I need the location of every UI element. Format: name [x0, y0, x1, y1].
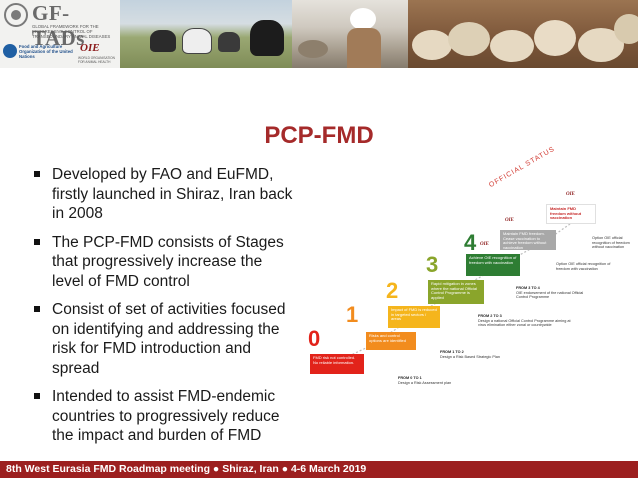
bullet-item: The PCP-FMD consists of Stages that prog… — [34, 233, 294, 292]
stage-number-3: 3 — [426, 252, 439, 277]
stage-box-1: Risks and control options are identified — [366, 332, 416, 350]
banner-photo-herder — [292, 0, 408, 68]
stage-box-3: Rapid mitigation in zones where the nati… — [428, 280, 484, 304]
oie-name: WORLD ORGANISATION FOR ANIMAL HEALTH — [78, 56, 115, 64]
pcp-fmd-stage-diagram: OFFICIAL STATUS 0 FMD risk not controlle… — [300, 146, 636, 400]
upper-step-maintain-freedom: Maintain FMD freedom without vaccination — [546, 204, 596, 224]
bullet-square-icon — [34, 306, 40, 312]
side-note-without-vaccination: Option OIE official recognition of freed… — [592, 236, 630, 249]
footer-text: 8th West Eurasia FMD Roadmap meeting ● S… — [6, 463, 367, 475]
banner-photo-cattle — [120, 0, 292, 68]
bullet-square-icon — [34, 393, 40, 399]
bullet-square-icon — [34, 171, 40, 177]
stage-box-0: FMD risk not controlled. No reliable inf… — [310, 354, 364, 374]
stage-box-2: Impact of FMD is reduced in targeted sec… — [388, 306, 440, 328]
transition-0-1: FROM 0 TO 1 Design a Risk Assessment pla… — [398, 376, 452, 385]
transition-1-2: FROM 1 TO 2 Design a Risk Based Strategi… — [440, 350, 500, 359]
gf-tads-subtitle: GLOBAL FRAMEWORK FOR THE PROGRESSIVE CON… — [32, 24, 111, 39]
transition-3-4: FROM 3 TO 4 OIE endorsement of the natio… — [516, 286, 584, 299]
footer-bar: 8th West Eurasia FMD Roadmap meeting ● S… — [0, 461, 638, 478]
oie-small-logo: OIE — [505, 218, 514, 223]
oie-small-logo: OIE — [566, 192, 575, 197]
stage-number-2: 2 — [386, 278, 399, 303]
header-banner: GF-TADs GLOBAL FRAMEWORK FOR THE PROGRES… — [0, 0, 638, 68]
stage-number-0: 0 — [308, 326, 321, 351]
transition-2-3: FROM 2 TO 3 Design a national Official C… — [478, 314, 571, 327]
bullet-item: Consist of set of activities focused on … — [34, 300, 294, 378]
gf-tads-title: GF-TADs — [32, 1, 85, 50]
oie-small-logo: OIE — [480, 242, 489, 247]
side-note-with-vaccination: Option OIE official recognition of freed… — [556, 262, 611, 271]
stage-number-1: 1 — [346, 302, 359, 327]
banner-photo-sheep — [408, 0, 638, 68]
fao-name: Food and Agriculture Organization of the… — [19, 44, 73, 59]
bullet-list: Developed by FAO and EuFMD, firstly laun… — [34, 165, 294, 455]
slide-title: PCP-FMD — [264, 122, 374, 149]
fao-logo-icon — [3, 44, 17, 58]
bullet-square-icon — [34, 238, 40, 245]
bullet-item: Intended to assist FMD-endemic countries… — [34, 387, 294, 446]
oie-logo: OIE — [80, 42, 100, 54]
bullet-item: Developed by FAO and EuFMD, firstly laun… — [34, 165, 294, 224]
gf-tads-logo-icon — [4, 3, 28, 27]
logo-panel: GF-TADs GLOBAL FRAMEWORK FOR THE PROGRES… — [0, 0, 120, 68]
stage-box-4: Achieve OIE recognition of freedom with … — [466, 254, 520, 276]
stage-number-4: 4 — [464, 230, 477, 255]
upper-step-maintain-cease: Maintain FMD freedom. Cease vaccination … — [500, 230, 556, 250]
